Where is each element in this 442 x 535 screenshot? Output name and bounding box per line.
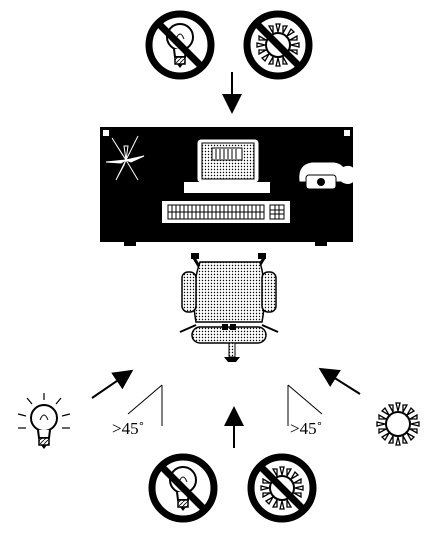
lightbulb-icon bbox=[18, 393, 70, 449]
no-sun-top bbox=[247, 14, 309, 76]
arrow-icon bbox=[322, 370, 360, 394]
angle-left-label: >45˚ bbox=[112, 419, 144, 438]
angle-right-label: >45˚ bbox=[290, 419, 322, 438]
lamp-left bbox=[18, 393, 70, 449]
desk-icon bbox=[100, 127, 356, 246]
sun-icon bbox=[377, 403, 419, 445]
no-lamp-top bbox=[149, 14, 211, 76]
keyboard-icon bbox=[162, 201, 290, 223]
office-chair-icon bbox=[180, 253, 278, 362]
no-lamp-bottom bbox=[152, 457, 214, 519]
no-sun-bottom bbox=[251, 457, 313, 519]
sun-right bbox=[377, 403, 419, 445]
arrow-icon bbox=[92, 372, 130, 398]
